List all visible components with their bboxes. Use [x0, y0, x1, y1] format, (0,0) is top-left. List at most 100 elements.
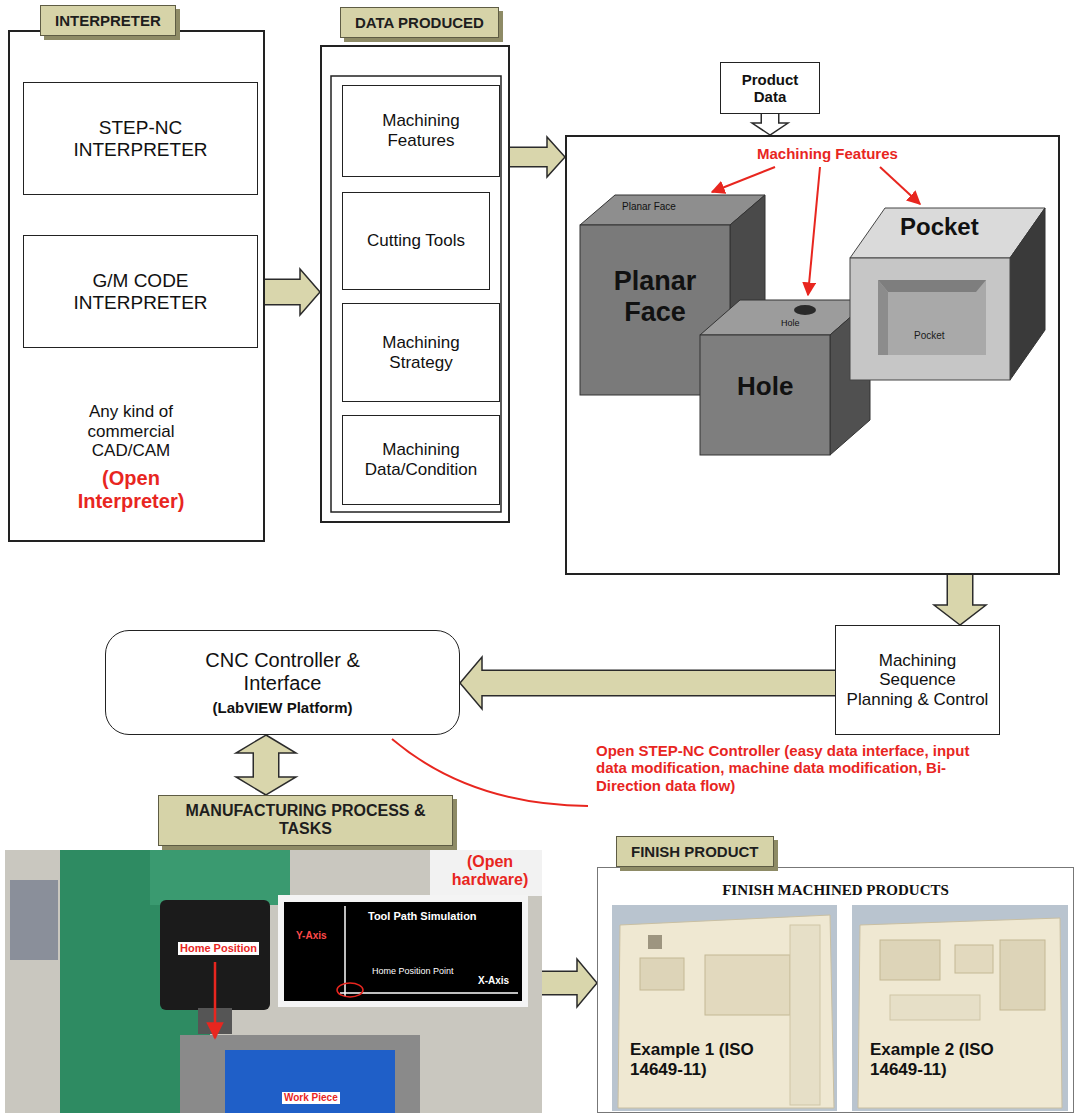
machine-table — [180, 1035, 420, 1113]
part-pocket — [705, 955, 790, 1015]
feature-pointer — [712, 167, 775, 192]
block-arrow — [542, 959, 597, 1007]
group-panel: INTERPRETERAny kind of commercial CAD/CA… — [8, 30, 265, 542]
group-panel: MANUFACTURING PROCESS & TASKS — [5, 795, 542, 1113]
hole-block — [700, 300, 870, 455]
figure-label: Home Position — [178, 942, 259, 955]
x-axis-line — [340, 992, 518, 994]
process-box: G/M CODE INTERPRETER — [23, 235, 258, 348]
node-text: Machining Sequence Planning & Control — [844, 651, 991, 710]
section-tab: DATA PRODUCED — [340, 7, 499, 38]
node-text: STEP-NC INTERPRETER — [30, 117, 251, 161]
y-axis-line — [344, 906, 346, 996]
node-text: Machining Features — [349, 111, 493, 150]
process-box: Cutting Tools — [342, 192, 490, 290]
figure-label: X-Axis — [478, 975, 509, 987]
node-text: Machining Data/Condition — [349, 440, 493, 479]
arrow-body — [542, 972, 580, 994]
block-arrow — [752, 114, 788, 135]
part-step — [790, 925, 820, 1105]
figure-label: Work Piece — [282, 1092, 340, 1104]
block-arrow — [460, 657, 835, 709]
machined-part — [618, 915, 834, 1108]
feature-pointer — [880, 167, 920, 204]
figure-label: (Open hardware) — [440, 853, 540, 890]
node-text: Product Data — [724, 71, 816, 106]
part-pocket — [1000, 940, 1045, 1010]
node-text: (Open Interpreter) — [46, 467, 216, 513]
process-box: Machining Features — [342, 85, 500, 177]
process-box: Product Data — [720, 62, 820, 114]
pocket-floor — [878, 280, 986, 355]
block-arrow — [510, 137, 565, 177]
arrow-body — [948, 575, 972, 608]
node-text: Any kind of commercial CAD/CAM — [46, 402, 216, 461]
figure-label: Hole — [737, 372, 793, 402]
drilled-hole — [794, 305, 816, 315]
node-text: (LabVIEW Platform) — [212, 699, 352, 716]
arrow-outline — [265, 279, 303, 306]
arrow-body — [254, 750, 278, 780]
section-tab: INTERPRETER — [40, 5, 176, 36]
photo-ground — [5, 850, 542, 1113]
group-panel: DATA PRODUCEDMachining FeaturesCutting T… — [320, 45, 510, 523]
part-pocket — [640, 958, 684, 990]
figure-label: Y-Axis — [296, 930, 327, 942]
process-box: Machining Strategy — [342, 303, 500, 402]
node-text: Machining Features — [757, 145, 898, 162]
arrow-body — [510, 148, 550, 166]
arrow-outline — [253, 750, 280, 780]
process-box: CNC Controller & Interface (LabVIEW Platf… — [105, 630, 460, 735]
arrow-outline — [479, 670, 835, 697]
block-front — [850, 258, 1010, 380]
figure-label: Example 2 (ISO 14649-11) — [870, 1040, 1020, 1079]
part-pocket — [955, 945, 993, 973]
arrow-outline — [947, 575, 974, 608]
figure-label: Home Position Point — [372, 966, 454, 976]
block-arrow — [236, 735, 296, 795]
pocket-block — [850, 208, 1045, 380]
node-text: Machining Strategy — [349, 333, 493, 372]
wall-light — [430, 850, 542, 896]
arrow-head — [460, 657, 482, 709]
process-box: STEP-NC INTERPRETER — [23, 82, 258, 195]
arrow-body — [265, 280, 303, 304]
block-arrow — [265, 269, 320, 315]
figure-label: Example 1 (ISO 14649-11) — [630, 1040, 780, 1079]
arrow-body — [479, 671, 835, 695]
machine-head-cover — [150, 850, 290, 905]
figure-label: Pocket — [900, 213, 979, 241]
home-pointer — [214, 962, 217, 1038]
figure-label: Pocket — [914, 330, 945, 342]
figure-label: Hole — [781, 318, 800, 328]
machined-part — [858, 918, 1062, 1108]
block-front — [700, 335, 830, 455]
arrow-outline — [542, 971, 580, 996]
pocket-wall — [878, 280, 986, 292]
part-step — [890, 995, 980, 1020]
home-marker — [337, 983, 363, 997]
process-box: Machining Data/Condition — [342, 415, 500, 505]
finished-part-photo — [612, 905, 837, 1111]
process-box: Machining Sequence Planning & Control — [835, 625, 1000, 735]
section-tab: FINISH PRODUCT — [616, 836, 774, 867]
feature-pointer — [808, 167, 820, 295]
figure-label: Planar Face — [588, 266, 722, 328]
milling-machine-photo — [5, 850, 542, 1113]
figure-label: Open STEP-NC Controller (easy data inter… — [596, 742, 996, 794]
figure-label: Tool Path Simulation — [368, 910, 477, 923]
node-text: Cutting Tools — [367, 231, 465, 251]
wall-poster — [10, 880, 58, 960]
node-text: CNC Controller & Interface — [198, 649, 368, 695]
part-hole — [648, 935, 662, 949]
block-arrow — [934, 575, 986, 625]
node-text: FINISH MACHINED PRODUCTS — [598, 882, 1073, 899]
figure-label: Planar Face — [622, 201, 676, 213]
monitor-frame — [278, 895, 528, 1007]
section-tab: MANUFACTURING PROCESS & TASKS — [158, 795, 453, 846]
inner-frame — [331, 76, 501, 512]
arrow-outline — [761, 114, 780, 126]
block-side — [1010, 208, 1045, 380]
